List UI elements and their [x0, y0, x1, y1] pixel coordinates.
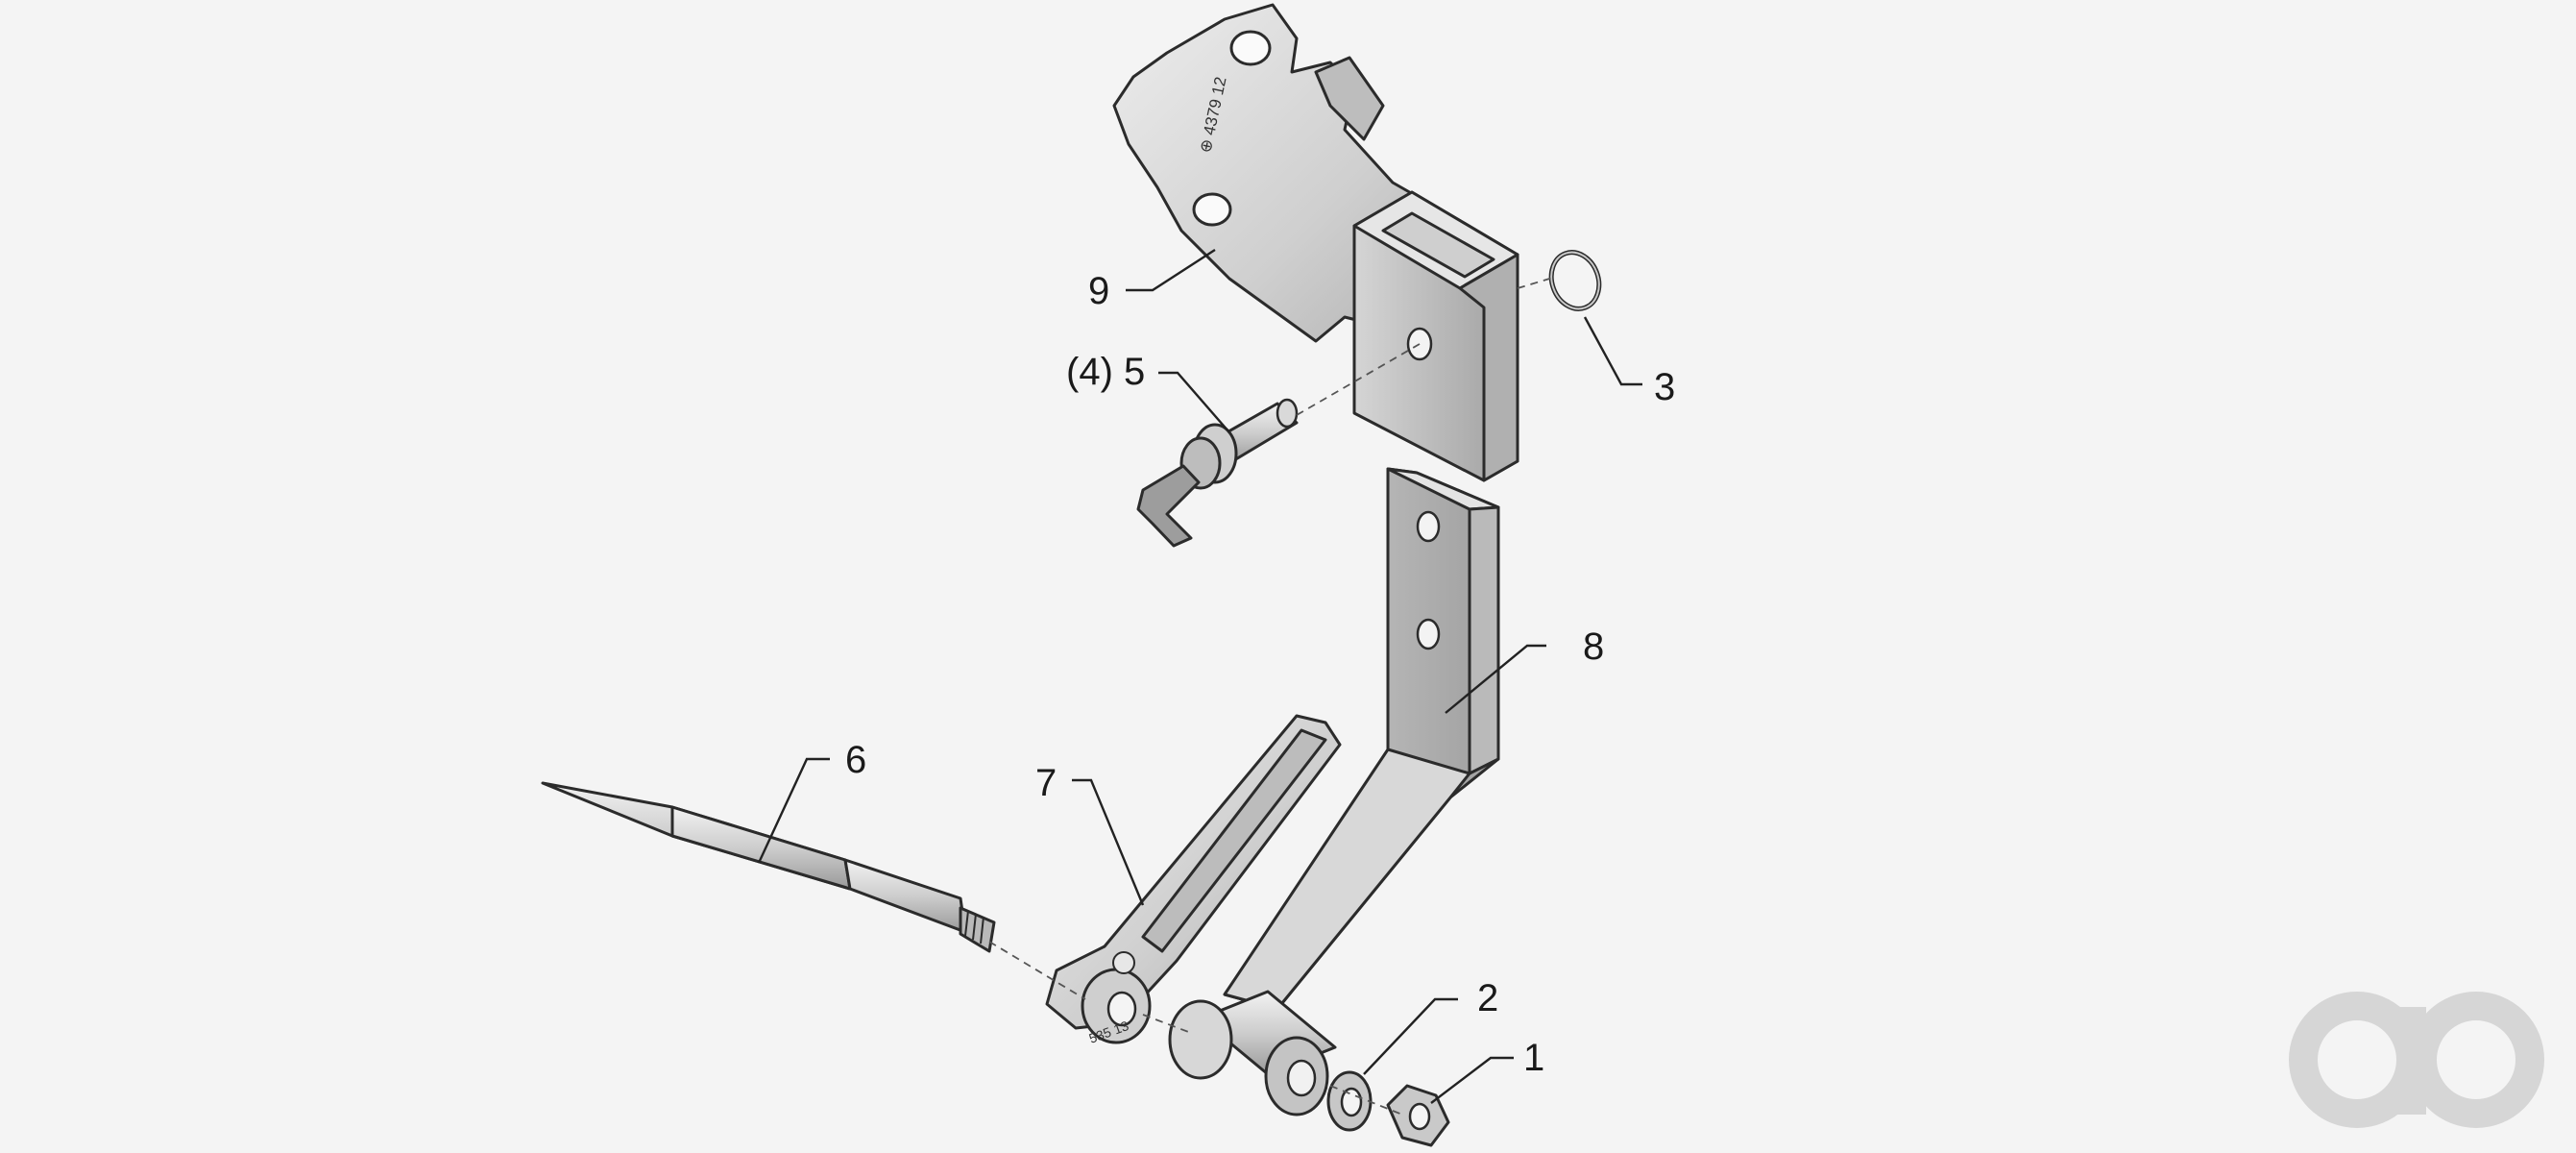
callout-9: 9: [1088, 270, 1109, 312]
callout-7: 7: [1035, 762, 1057, 804]
leader-lines: [757, 248, 1642, 1104]
part-8-arm: [1168, 467, 1500, 1116]
part-9-bracket: ⊕ 4379 12: [1112, 3, 1519, 482]
callout-5: (4) 5: [1066, 351, 1145, 393]
callout-1: 1: [1523, 1037, 1544, 1079]
part-7-tine-holder: 535 13: [1045, 714, 1342, 1046]
part-6-tine: [541, 781, 996, 953]
part-1-nut: [1386, 1084, 1450, 1147]
callout-2: 2: [1477, 977, 1498, 1019]
ao-logo-icon: [2289, 992, 2544, 1128]
assembly-axis-lines: [988, 276, 1557, 1116]
part-2-washer: [1326, 1070, 1373, 1132]
part-3-retaining-ring: [1548, 250, 1602, 311]
callout-3: 3: [1654, 366, 1675, 408]
callout-8: 8: [1583, 626, 1604, 668]
callout-labels: 9 3 (4) 5 8 6 7 2 1: [845, 270, 1675, 1079]
callout-6: 6: [845, 739, 866, 781]
part-5-pin-with-clip: [1136, 398, 1299, 548]
